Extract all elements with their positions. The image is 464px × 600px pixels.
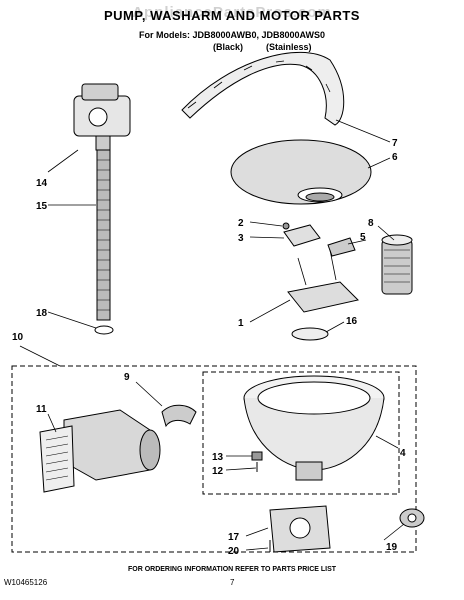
callout-12: 12 <box>212 466 224 477</box>
callout-4: 4 <box>400 448 406 459</box>
assembly-box-inner <box>202 371 400 495</box>
part-7-wash-arm <box>181 51 345 126</box>
models-line: For Models: JDB8000AWB0, JDB8000AWS0 <box>138 30 326 40</box>
part-4-sump <box>243 375 385 481</box>
callout-13: 13 <box>212 452 224 463</box>
part-14-valve <box>73 83 131 151</box>
part-5-chopper <box>327 237 356 257</box>
callout-17: 17 <box>228 532 240 543</box>
part-16-gasket <box>291 327 329 341</box>
callout-10: 10 <box>12 332 24 343</box>
callout-7: 7 <box>392 138 398 149</box>
callout-18: 18 <box>36 308 48 319</box>
page-title: PUMP, WASHARM AND MOTOR PARTS <box>104 8 360 23</box>
callout-2: 2 <box>238 218 244 229</box>
assembly-box-10 <box>11 365 417 553</box>
callout-11: 11 <box>36 404 47 415</box>
callout-15: 15 <box>36 201 48 212</box>
callout-5: 5 <box>360 232 366 243</box>
part-13-seal <box>251 451 263 461</box>
part-15-hose <box>96 149 111 321</box>
part-19-drain-motor <box>399 508 425 528</box>
variant-stainless: (Stainless) <box>266 42 312 52</box>
callout-1: 1 <box>238 318 244 329</box>
callout-19: 19 <box>386 542 398 553</box>
part-9-hose <box>161 404 197 428</box>
leader-lines <box>19 119 405 551</box>
part-11-motor <box>39 409 161 493</box>
variant-black: (Black) <box>213 42 244 52</box>
part-8-filter <box>381 234 413 295</box>
callout-14: 14 <box>36 178 48 189</box>
callout-9: 9 <box>124 372 130 383</box>
page-number: 7 <box>230 578 235 587</box>
part-6-shield <box>230 139 372 205</box>
part-1-housing <box>287 281 359 313</box>
part-2-screw <box>282 222 290 230</box>
callout-8: 8 <box>368 218 374 229</box>
ordering-footer: FOR ORDERING INFORMATION REFER TO PARTS … <box>127 566 337 573</box>
part-3-bracket <box>283 224 321 247</box>
callout-6: 6 <box>392 152 398 163</box>
part-18-clamp <box>94 325 114 335</box>
callout-20: 20 <box>228 546 240 557</box>
callout-3: 3 <box>238 233 244 244</box>
callout-labels: 14 15 18 10 9 11 7 6 2 3 8 5 1 16 4 13 1… <box>12 138 406 557</box>
document-number: W10465126 <box>4 578 48 587</box>
callout-16: 16 <box>346 316 358 327</box>
